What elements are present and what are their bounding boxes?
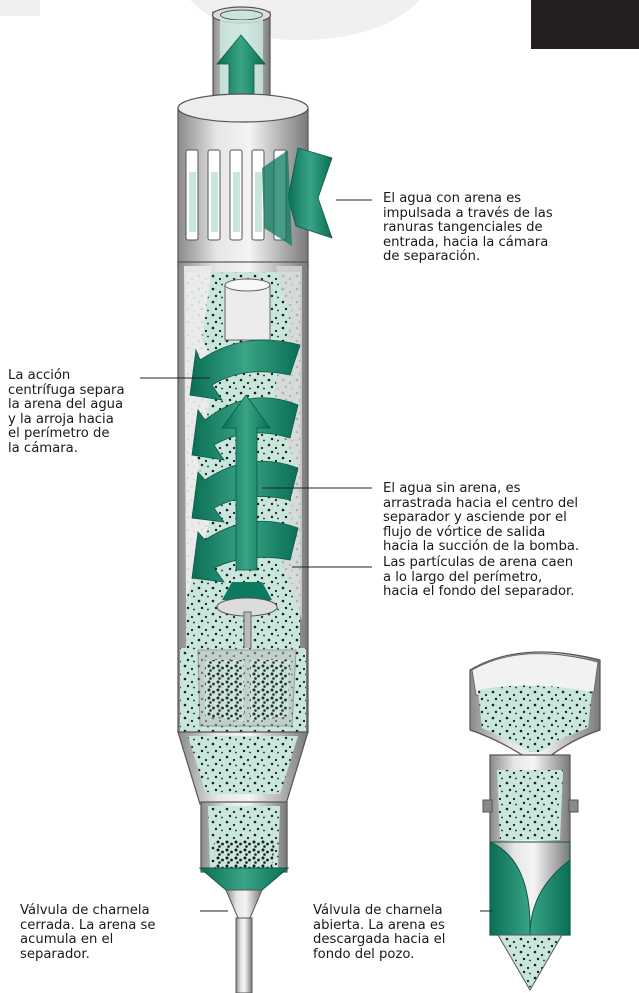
corner-tab <box>531 0 639 49</box>
label-sand-particles: Las partículas de arena caen a lo largo … <box>383 555 575 600</box>
closed-flapper-valve <box>198 867 290 891</box>
small-separator <box>469 651 601 991</box>
clean-water-arrow <box>221 394 271 571</box>
background-watermark <box>0 0 420 40</box>
leader-lines <box>140 199 492 912</box>
label-inlet: El agua con arena es impulsada a través … <box>383 191 553 265</box>
label-clean-water: El agua sin arena, es arrastrada hacia e… <box>383 481 580 555</box>
label-valve-closed: Válvula de charnela cerrada. La arena se… <box>20 903 156 962</box>
label-centrifugal-action: La acción centrífuga separa la arena del… <box>8 368 125 456</box>
label-valve-open: Válvula de charnela abierta. La arena es… <box>313 903 446 962</box>
main-separator <box>177 6 333 993</box>
